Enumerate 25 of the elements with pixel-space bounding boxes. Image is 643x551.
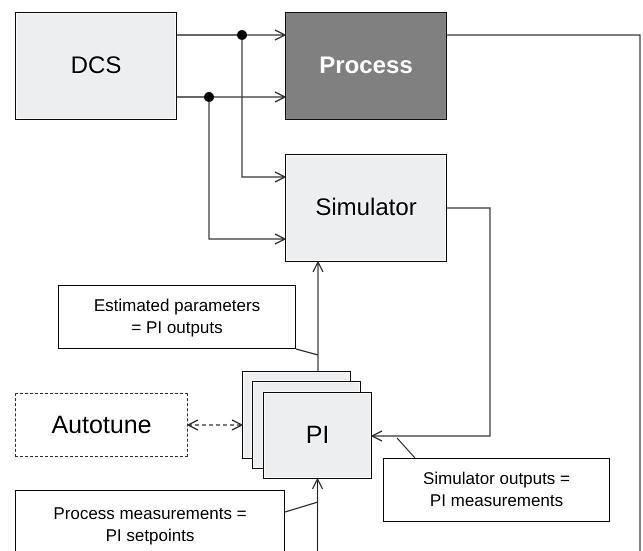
leader-line <box>284 501 318 513</box>
node-label: Simulator <box>315 193 417 224</box>
node-label: Process measurements = PI setpoints <box>52 502 248 547</box>
node-label: PI <box>306 420 330 452</box>
process-box <box>285 12 447 120</box>
optional-box <box>15 393 188 457</box>
arrow <box>177 34 286 183</box>
arrow <box>371 207 491 442</box>
callout-box <box>383 458 610 522</box>
arrow <box>177 96 286 245</box>
arrow <box>312 261 324 371</box>
leader-line <box>396 438 416 458</box>
node-label: Process <box>319 51 413 82</box>
callout-box <box>58 285 296 349</box>
arrow <box>312 34 641 551</box>
node-label: Autotune <box>51 410 152 441</box>
process-box <box>263 392 372 479</box>
leader-line <box>296 348 318 356</box>
process-box <box>285 154 447 262</box>
callout-box <box>15 490 285 551</box>
arrow <box>187 419 243 431</box>
node-label: Estimated parameters = PI outputs <box>92 294 262 339</box>
process-box <box>15 12 177 120</box>
node-label: Simulator outputs = PI measurements <box>422 468 571 512</box>
node-label: DCS <box>70 51 122 82</box>
